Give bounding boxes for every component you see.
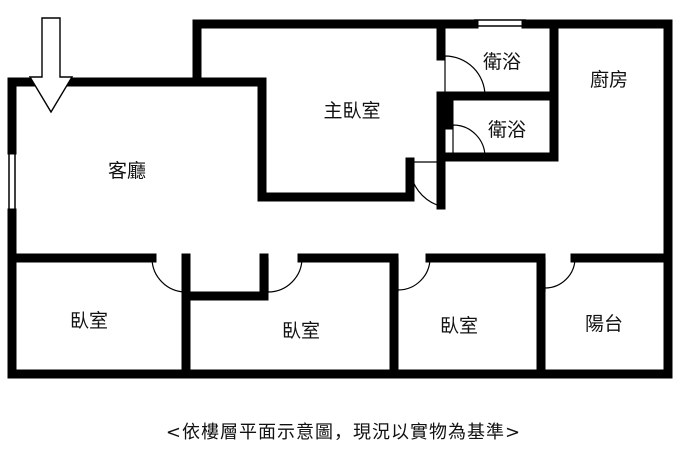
room-label-bedroom-right: 臥室 bbox=[440, 315, 478, 337]
room-label-bedroom-left: 臥室 bbox=[70, 310, 108, 332]
room-label-bathroom-upper: 衛浴 bbox=[483, 51, 521, 73]
room-label-bedroom-middle: 臥室 bbox=[282, 320, 320, 342]
door-bathroom-upper bbox=[444, 55, 486, 97]
doors bbox=[151, 55, 576, 293]
door-bedroom-middle bbox=[267, 257, 303, 293]
room-label-balcony: 陽台 bbox=[585, 313, 623, 335]
door-master-bedroom bbox=[409, 161, 438, 206]
floor-plan-caption: <依樓層平面示意圖，現況以實物為基準> bbox=[165, 422, 522, 443]
door-bathroom-lower bbox=[452, 124, 486, 158]
master-bedroom-wall bbox=[257, 77, 415, 202]
door-balcony bbox=[544, 257, 576, 292]
door-bedroom-left bbox=[151, 257, 187, 293]
outer-wall bbox=[192, 19, 479, 82]
room-label-kitchen: 廚房 bbox=[590, 68, 628, 91]
window-living-room bbox=[8, 150, 16, 213]
door-bedroom-right bbox=[397, 257, 431, 292]
down-arrow-icon bbox=[28, 17, 74, 114]
room-label-bathroom-lower: 衛浴 bbox=[488, 119, 526, 141]
room-label-living-room: 客廳 bbox=[108, 160, 146, 182]
room-label-master-bedroom: 主臥室 bbox=[323, 100, 380, 122]
window-bathroom bbox=[474, 19, 526, 27]
walls bbox=[7, 19, 673, 379]
